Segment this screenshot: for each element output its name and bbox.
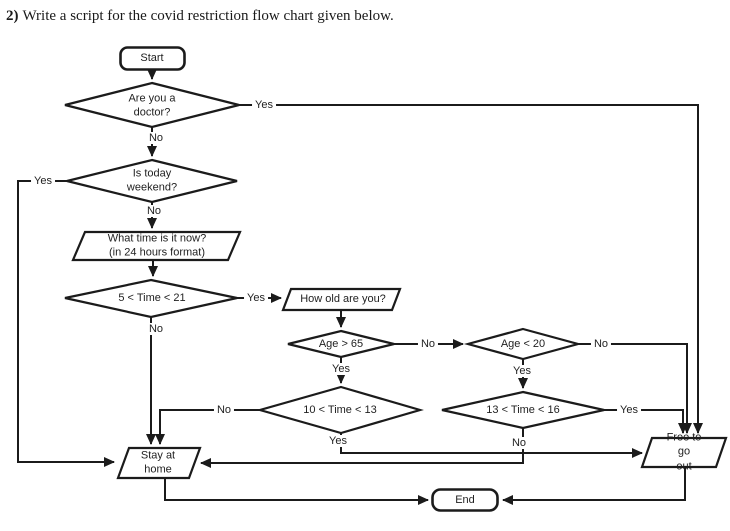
weekend-decision-shape	[66, 158, 238, 204]
flowchart-shapes	[64, 46, 728, 512]
edge-t1013-no-stay	[155, 409, 260, 445]
time-input-shape	[71, 230, 242, 262]
flowchart-edges	[17, 69, 703, 505]
age-65-decision-shape	[287, 329, 395, 359]
edge-t1316-yes-free	[604, 409, 688, 434]
end-terminator-shape	[431, 488, 499, 512]
edge-doctor-yes-free	[239, 104, 703, 434]
age-input-shape	[281, 287, 402, 312]
edge-weekend-yes-stay	[17, 180, 115, 467]
free-out-output-shape	[640, 436, 728, 469]
question-number: 2)	[6, 8, 19, 24]
edge-age20-no-free	[578, 343, 692, 434]
edge-stay-end	[164, 478, 429, 505]
time-13-16-decision-shape	[441, 390, 605, 430]
time-5-21-decision-shape	[64, 278, 238, 319]
time-10-13-decision-shape	[255, 385, 424, 435]
stay-home-output-shape	[116, 446, 202, 480]
age-20-decision-shape	[463, 327, 583, 361]
doctor-decision-shape	[64, 81, 240, 129]
edge-t1316-no-stay	[200, 428, 524, 468]
edge-free-end	[502, 467, 686, 505]
start-terminator-shape	[119, 46, 186, 71]
edge-t1013-yes-free	[340, 433, 643, 458]
question-text: Write a script for the covid restriction…	[22, 8, 394, 24]
question-title: 2)Write a script for the covid restricti…	[6, 8, 394, 25]
